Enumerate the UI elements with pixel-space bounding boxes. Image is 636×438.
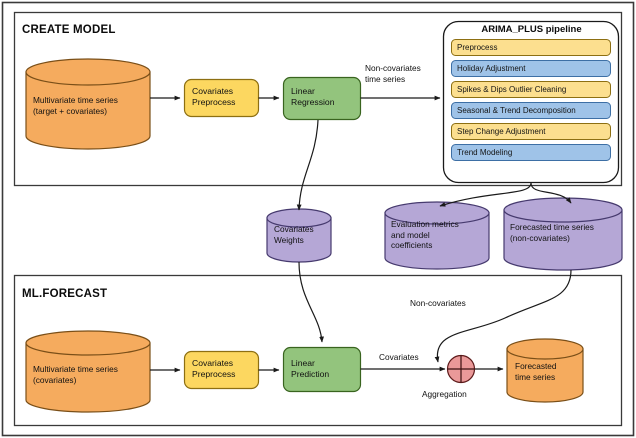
edge-label-non-covariates: Non-covariates bbox=[410, 298, 466, 308]
pipeline-step-seasonal-trend-decomposition: Seasonal & Trend Decomposition bbox=[457, 106, 576, 115]
create-model-source-cylinder bbox=[25, 58, 151, 150]
pipeline-step-spikes-dips-outlier-cleaning: Spikes & Dips Outlier Cleaning bbox=[457, 85, 567, 94]
ml-forecast-title: ML.FORECAST bbox=[22, 288, 108, 300]
linear-regression-box bbox=[282, 76, 362, 121]
edge-pipeline-to-evaluation-metrics bbox=[439, 182, 532, 207]
ml-forecast-output-cylinder bbox=[506, 338, 584, 403]
arima-plus-pipeline-title: ARIMA_PLUS pipeline bbox=[481, 24, 582, 35]
pipeline-step-rect-3 bbox=[451, 102, 611, 119]
edge-linear-regression-to-covariates-weights bbox=[296, 119, 319, 211]
artifact-cylinder-covariates-weights bbox=[266, 208, 332, 263]
pipeline-step-rect-2 bbox=[451, 81, 611, 98]
create-model-preprocess-box bbox=[183, 78, 260, 118]
pipeline-step-step-change-adjustment: Step Change Adjustment bbox=[457, 127, 546, 136]
ml-forecast-preprocess-box bbox=[183, 350, 260, 390]
artifact-cylinder-evaluation-metrics bbox=[384, 201, 490, 270]
pipeline-step-preprocess: Preprocess bbox=[457, 43, 498, 52]
ml-forecast-source-cylinder bbox=[25, 330, 151, 413]
aggregation-plus-circle-icon bbox=[446, 354, 476, 384]
edge-non-covariates-to-aggregation bbox=[434, 269, 572, 363]
pipeline-step-rect-5 bbox=[451, 144, 611, 161]
pipeline-step-rect-1 bbox=[451, 60, 611, 77]
pipeline-step-trend-modeling: Trend Modeling bbox=[457, 148, 513, 157]
create-model-title: CREATE MODEL bbox=[22, 24, 116, 36]
linear-prediction-box bbox=[282, 346, 362, 393]
pipeline-step-holiday-adjustment: Holiday Adjustment bbox=[457, 64, 526, 73]
aggregation-label: Aggregation bbox=[422, 389, 467, 399]
pipeline-step-rect-4 bbox=[451, 123, 611, 140]
edge-covariates-weights-to-linear-prediction bbox=[298, 261, 324, 343]
edge-label-non-covariates-time-series: Non-covariates time series bbox=[365, 63, 421, 84]
edge-pipeline-to-forecasted-non-covariates bbox=[530, 182, 572, 204]
edge-label-covariates: Covariates bbox=[379, 352, 419, 362]
pipeline-step-rect-0 bbox=[451, 39, 611, 56]
artifact-cylinder-forecasted-non-covariates bbox=[503, 197, 623, 271]
